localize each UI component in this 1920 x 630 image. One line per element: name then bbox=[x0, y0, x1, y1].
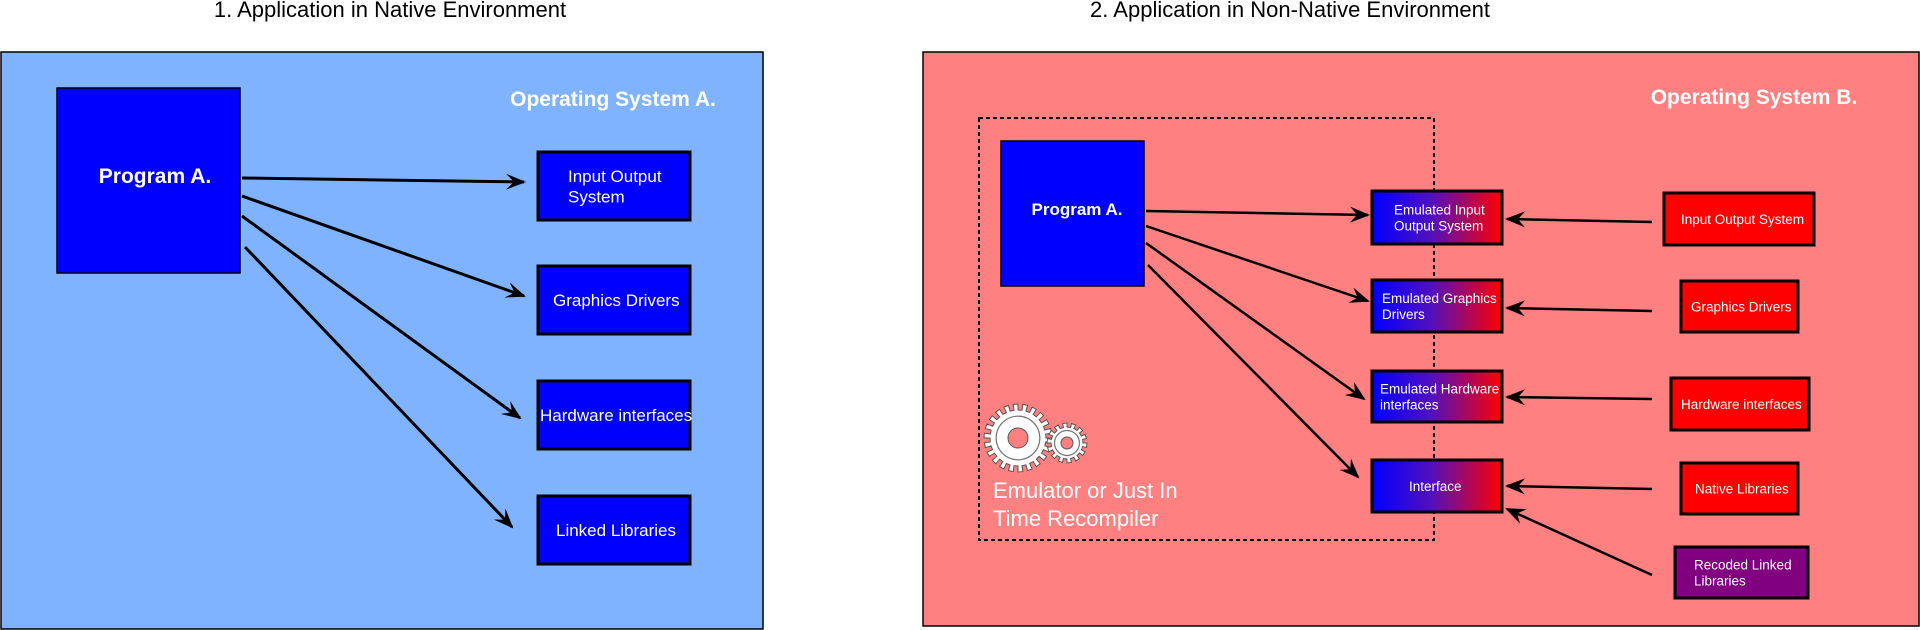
native-box-3: Native Libraries bbox=[1679, 461, 1800, 516]
arrow-to-emulated-graphics bbox=[1145, 224, 1370, 303]
left-box-3-bg bbox=[536, 494, 692, 566]
native-box-0: Input Output System bbox=[1662, 191, 1816, 247]
left-box-2: Hardware interfaces bbox=[536, 379, 692, 451]
native-box-2-bg bbox=[1669, 376, 1811, 432]
program-a-label: Program A. bbox=[99, 165, 211, 188]
program-a-box-emulated bbox=[1000, 140, 1145, 287]
arrow-to-input-output bbox=[241, 173, 526, 190]
os-b-label: Operating System B. bbox=[1651, 86, 1858, 109]
arrow-to-linked-libraries bbox=[243, 245, 514, 529]
native-box-3-label: Native Libraries bbox=[1695, 481, 1789, 496]
left-arrows bbox=[241, 173, 526, 529]
emulator-label: Emulator or Just In Time Recompiler bbox=[993, 478, 1184, 531]
emulated-box-2-bg bbox=[1370, 369, 1504, 424]
native-box-2-label: Hardware interfaces bbox=[1681, 397, 1802, 412]
emulated-box-3-bg bbox=[1370, 458, 1504, 514]
native-to-emulated-arrows bbox=[1505, 211, 1653, 577]
native-box-2: Hardware interfaces bbox=[1669, 376, 1811, 432]
left-panel: 1. Application in Native Environment Ope… bbox=[0, 0, 764, 630]
gear-wheel bbox=[1046, 422, 1088, 464]
native-box-0-label: Input Output System bbox=[1681, 212, 1804, 227]
left-box-1: Graphics Drivers bbox=[536, 264, 692, 336]
emulated-box-3-label: Interface bbox=[1409, 479, 1462, 494]
native-box-1-bg bbox=[1679, 279, 1800, 334]
arrow-native-libraries bbox=[1505, 478, 1653, 495]
native-box-1: Graphics Drivers bbox=[1679, 279, 1800, 334]
left-box-2-label: Hardware interfaces bbox=[540, 406, 692, 425]
gear-wheel bbox=[983, 403, 1053, 473]
right-panel: 2. Application in Non-Native Environment… bbox=[922, 0, 1920, 627]
arrow-to-hardware-interfaces bbox=[241, 214, 522, 420]
os-a-label: Operating System A. bbox=[510, 88, 716, 111]
native-box-1-label: Graphics Drivers bbox=[1691, 299, 1792, 314]
left-box-2-bg bbox=[536, 379, 692, 451]
arrow-native-hardware bbox=[1505, 389, 1653, 406]
program-a-emulated-label: Program A. bbox=[1031, 200, 1122, 219]
left-box-1-label: Graphics Drivers bbox=[553, 291, 680, 310]
left-box-0-bg bbox=[536, 150, 692, 222]
arrow-recoded-libraries bbox=[1505, 507, 1653, 577]
left-box-3-label: Linked Libraries bbox=[556, 521, 676, 540]
arrow-native-io bbox=[1505, 211, 1653, 228]
native-box-4-bg bbox=[1673, 545, 1810, 600]
emulated-box-1-bg bbox=[1370, 278, 1504, 334]
arrow-to-emulated-interface bbox=[1147, 264, 1360, 479]
program-a-box bbox=[56, 87, 241, 274]
right-heading: 2. Application in Non-Native Environment bbox=[1090, 0, 1490, 22]
arrow-to-emulated-hardware bbox=[1145, 241, 1366, 401]
native-box-0-bg bbox=[1662, 191, 1816, 247]
left-heading: 1. Application in Native Environment bbox=[214, 0, 566, 22]
arrow-to-emulated-input-output bbox=[1145, 206, 1370, 223]
emulated-box-0-bg bbox=[1370, 189, 1504, 246]
arrow-to-graphics-drivers bbox=[241, 194, 526, 298]
gear-icon bbox=[983, 403, 1088, 473]
native-box-3-bg bbox=[1679, 461, 1800, 516]
arrow-native-graphics bbox=[1505, 300, 1653, 317]
emulated-box-3: Interface bbox=[1370, 458, 1504, 514]
left-box-1-bg bbox=[536, 264, 692, 336]
left-box-3: Linked Libraries bbox=[536, 494, 692, 566]
program-to-emulated-arrows bbox=[1145, 206, 1370, 479]
